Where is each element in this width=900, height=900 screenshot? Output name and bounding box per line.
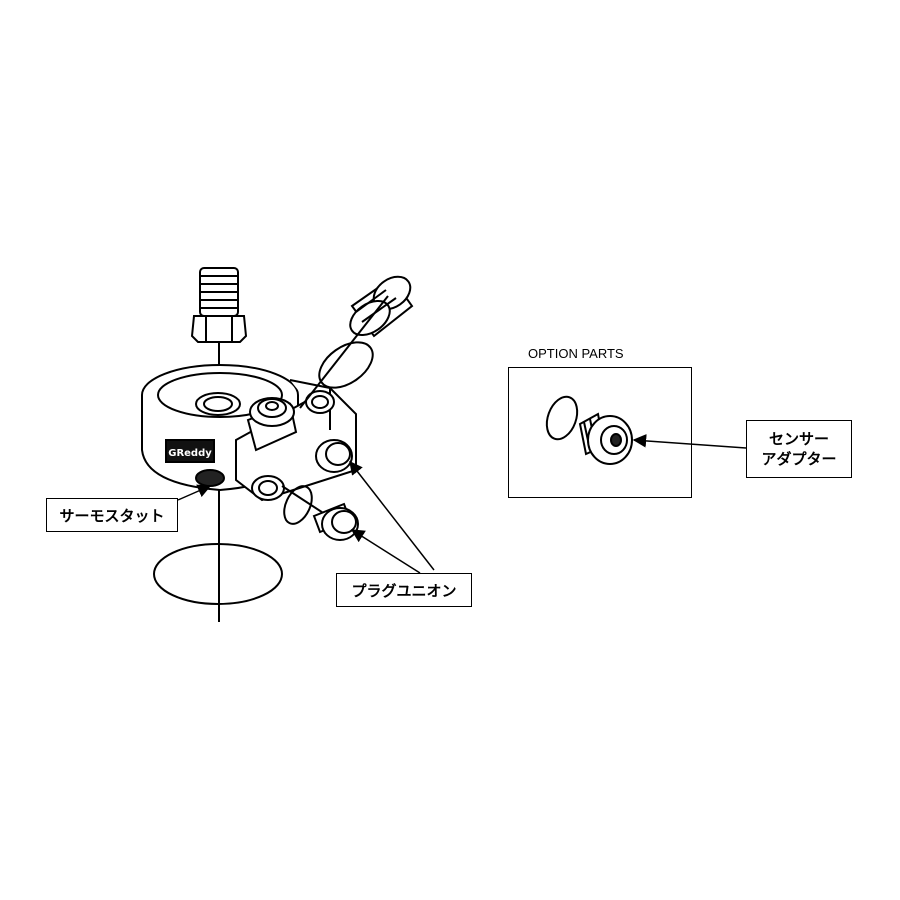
option-o-ring bbox=[545, 395, 579, 441]
option-parts-title: OPTION PARTS bbox=[528, 346, 624, 361]
option-parts-box bbox=[508, 367, 692, 498]
thermostat-label-text: サーモスタット bbox=[59, 506, 165, 525]
sensor-adapter-part bbox=[578, 412, 633, 465]
o-ring-base bbox=[153, 543, 283, 605]
sensor-adapter-label-line2: アダプター bbox=[761, 450, 837, 468]
svg-text:GReddy: GReddy bbox=[168, 448, 212, 459]
plug-arrow-upper bbox=[349, 460, 435, 571]
plug-arrow-lower bbox=[350, 529, 421, 574]
sensor-arrow bbox=[632, 434, 747, 449]
thermostat-label: サーモスタット bbox=[46, 498, 178, 532]
block-an-fitting bbox=[246, 397, 298, 452]
plug-union-label-text: プラグユニオン bbox=[351, 581, 457, 600]
sensor-adapter-label: センサー アダプター bbox=[746, 420, 852, 478]
plug-union-label: プラグユニオン bbox=[336, 573, 472, 607]
exploded-plug-union bbox=[312, 502, 359, 541]
sensor-adapter-label-line1: センサー bbox=[768, 430, 829, 448]
block-plug bbox=[315, 439, 353, 473]
o-ring-upper bbox=[318, 341, 374, 389]
center-threaded-fitting bbox=[190, 267, 248, 343]
fitting-axis-line bbox=[299, 295, 389, 409]
o-ring-lower bbox=[283, 485, 313, 525]
thermostat-arrow bbox=[177, 484, 212, 501]
